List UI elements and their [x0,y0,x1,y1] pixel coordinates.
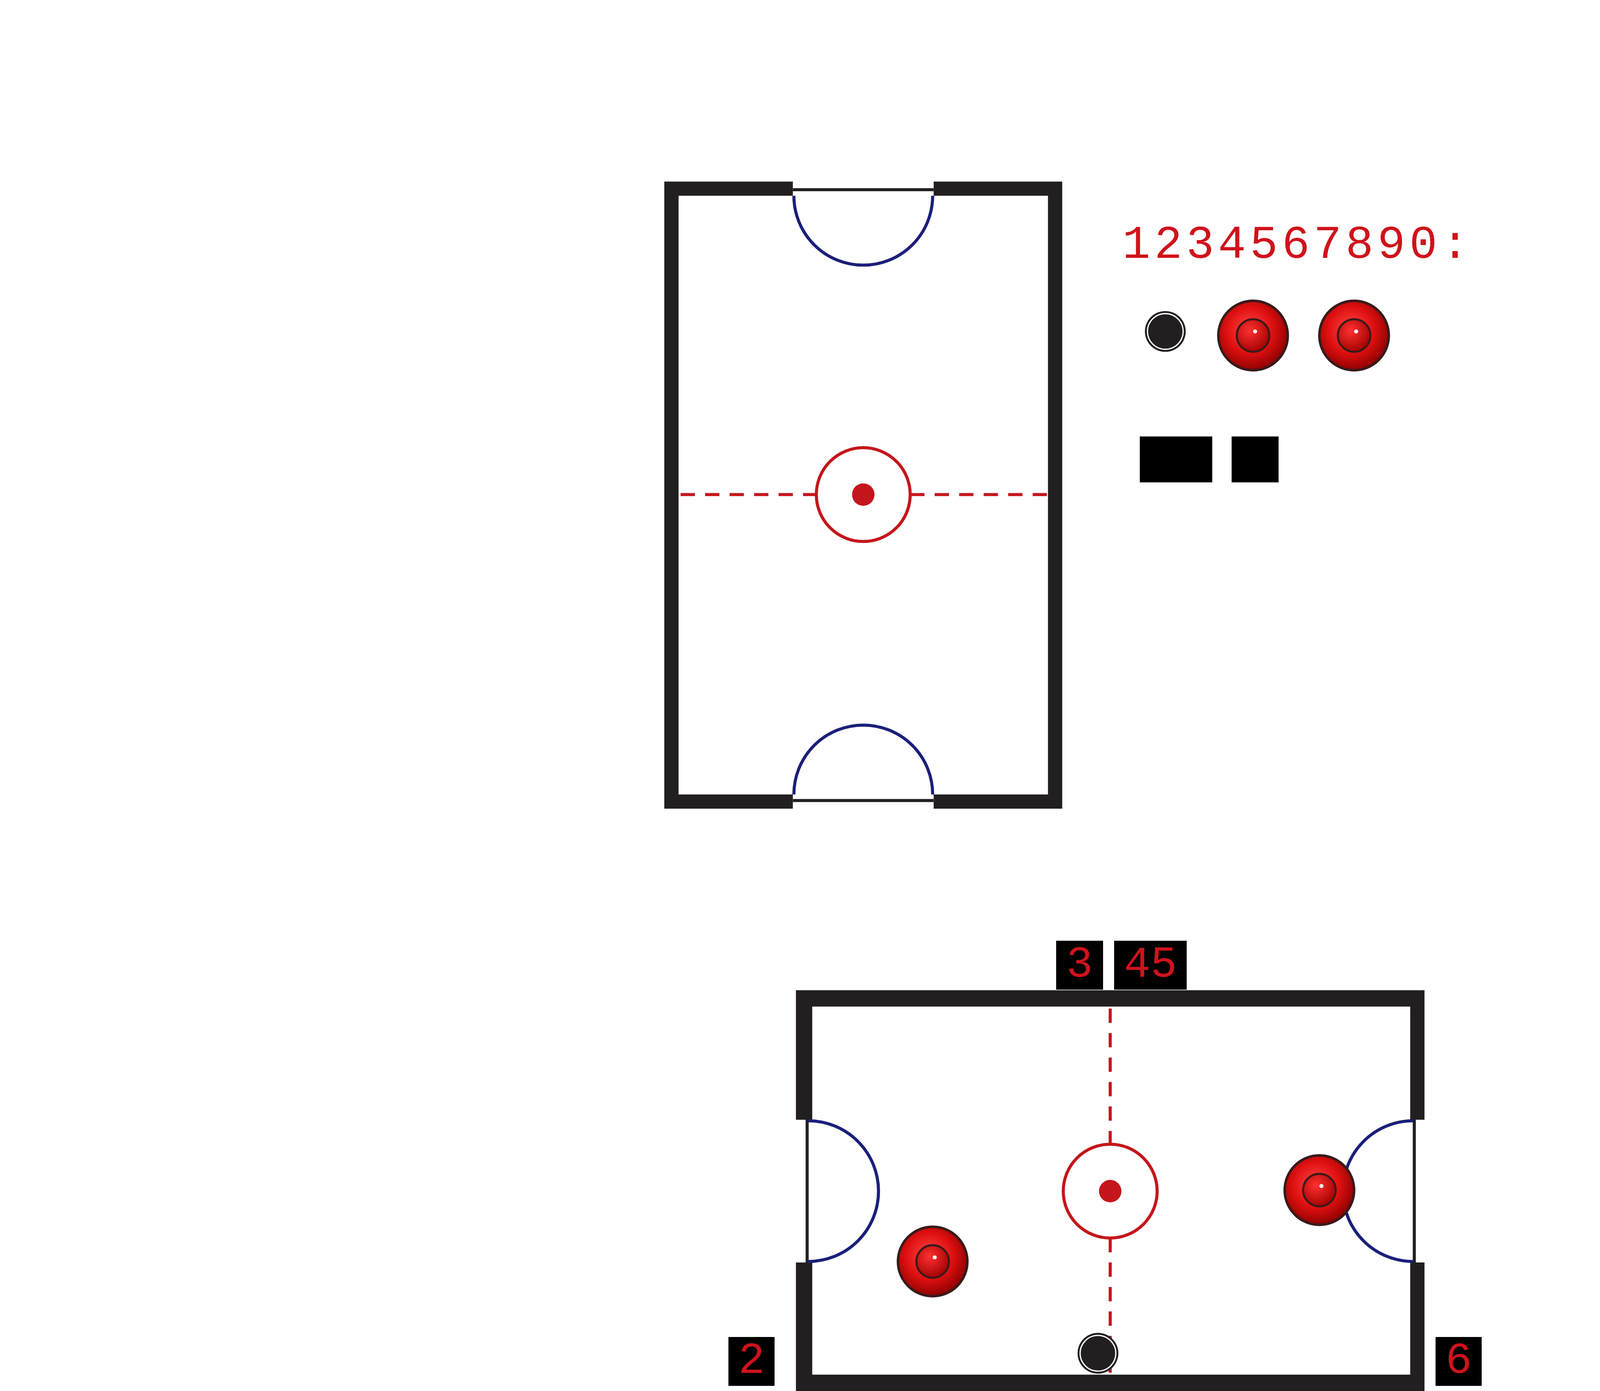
puck [1144,311,1186,352]
horizontal-table [795,990,1425,1391]
score-digit: 45 [1123,943,1177,988]
vertical-table [664,181,1063,809]
score-box: 3 [1056,940,1104,990]
mallet [1218,300,1288,371]
score-panel [1139,436,1213,483]
score-panel [1231,436,1279,483]
score-box: 6 [1435,1337,1482,1387]
mallet [1319,300,1389,371]
score-digit: 3 [1066,943,1093,988]
score-box: 2 [728,1337,775,1387]
score-box: 45 [1114,940,1187,990]
mallet [898,1227,968,1297]
digit-strip: 1234567890: [1122,222,1474,269]
puck [1077,1333,1119,1375]
mallet [1284,1155,1355,1226]
score-digit: 6 [1445,1339,1472,1384]
score-digit: 2 [738,1339,765,1384]
